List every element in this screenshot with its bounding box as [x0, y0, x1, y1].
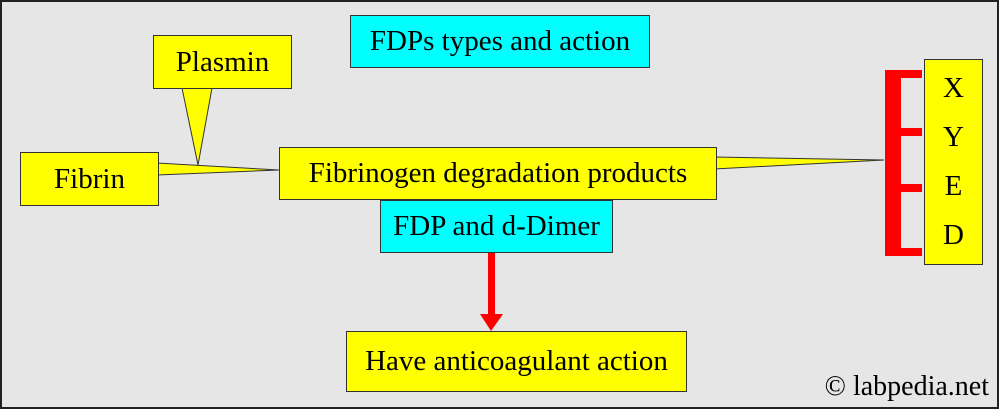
anticoagulant-action-node: Have anticoagulant action [346, 331, 687, 392]
watermark-text: labpedia.net [852, 371, 989, 402]
fibrin-callout-pointer [156, 162, 280, 176]
watermark: © labpedia.net [825, 371, 989, 403]
fragment-bracket [885, 70, 922, 256]
fibrin-node: Fibrin [20, 152, 159, 206]
plasmin-node: Plasmin [153, 35, 292, 89]
plasmin-callout-pointer [181, 87, 213, 166]
fdp-node: Fibrinogen degradation products [279, 147, 717, 200]
fragment-list: X Y E D [924, 59, 983, 265]
fragment-d: D [943, 219, 964, 251]
fragment-y: Y [943, 121, 964, 153]
fdp-callout-pointer [713, 156, 885, 170]
down-arrow [480, 252, 503, 331]
fdp-dimer-node: FDP and d-Dimer [380, 200, 613, 253]
fragment-e: E [944, 170, 963, 202]
diagram-title: FDPs types and action [350, 15, 650, 68]
copyright-icon: © [824, 371, 846, 402]
fragment-x: X [943, 72, 964, 104]
